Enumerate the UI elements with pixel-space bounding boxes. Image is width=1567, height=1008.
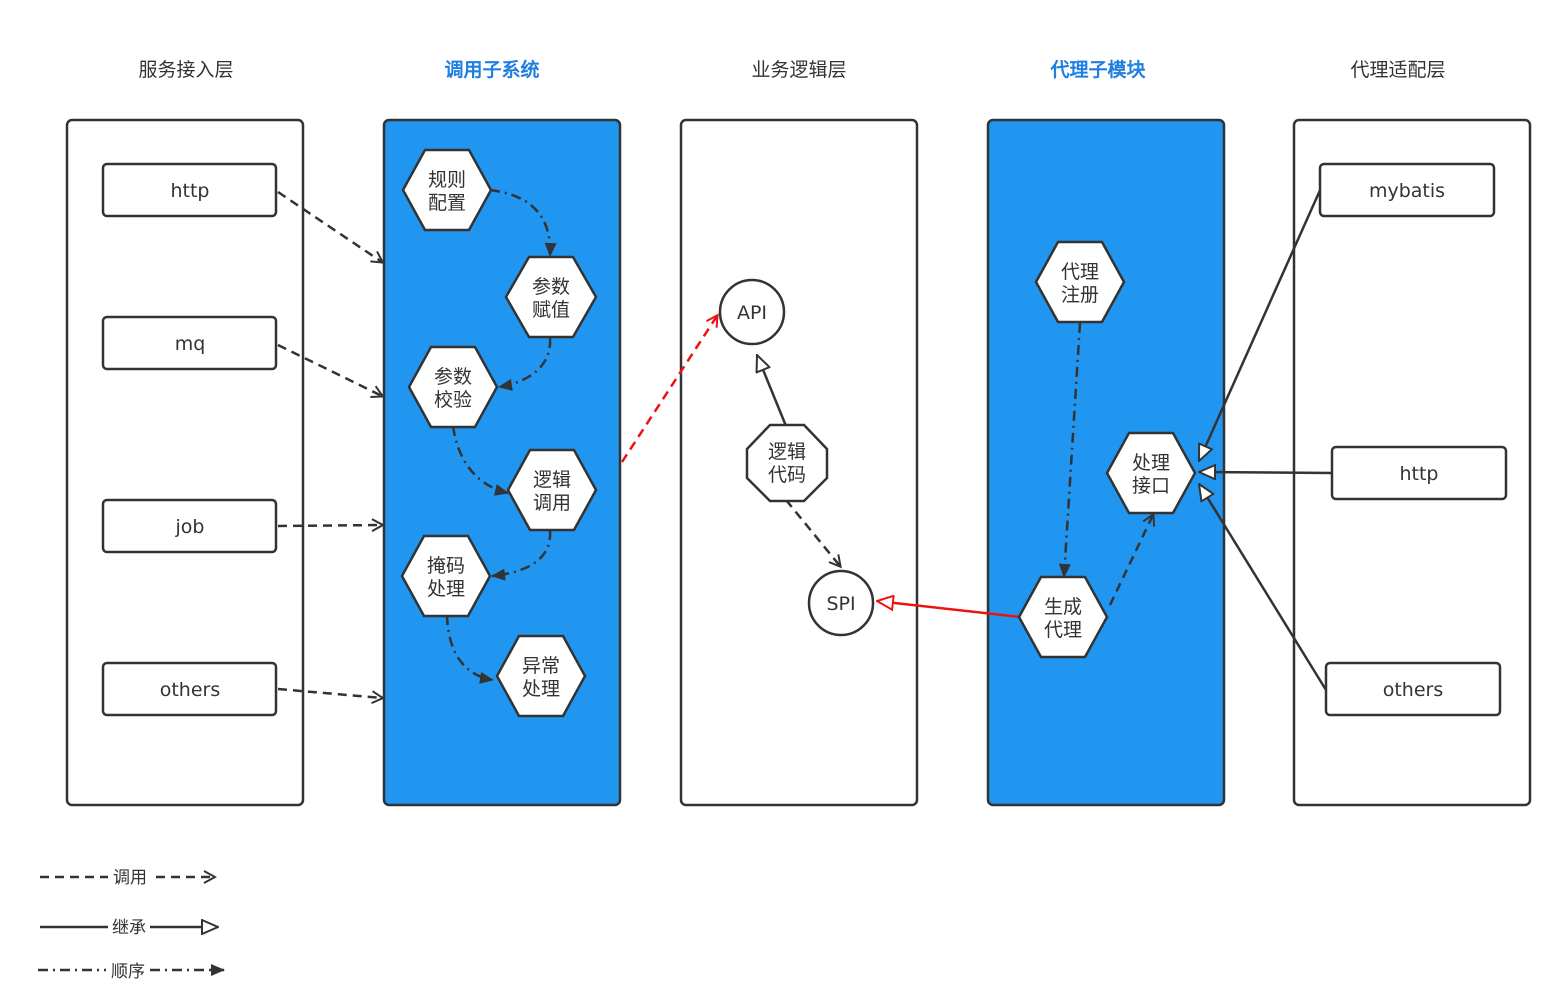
hex-label: 代理: [1044, 619, 1082, 641]
access-item-label: http: [170, 180, 209, 202]
access-item-mq: mq: [101, 315, 278, 371]
hex-label: 规则: [428, 169, 466, 191]
legend-call-label: 调用: [113, 868, 147, 888]
column-title-invoke-subsystem: 调用子系统: [444, 58, 539, 81]
call-arrow-generate-handler: [1108, 515, 1153, 606]
inherit-arrow-logic-api: [757, 355, 788, 427]
hex-label: 参数: [434, 366, 472, 388]
node-spi: SPI: [807, 569, 875, 637]
sequence-arrow: [489, 188, 557, 257]
logic-label: 代码: [768, 464, 806, 486]
sequence-arrow: [498, 337, 552, 391]
logic-label: 逻辑: [768, 441, 806, 463]
inherit-arrow-spi: [877, 601, 1021, 619]
adapter-item-others: others: [1324, 661, 1502, 717]
access-item-http: http: [101, 162, 278, 218]
hex-label: 处理: [522, 678, 560, 700]
hex-label: 赋值: [532, 299, 570, 321]
hex-proxy-generate: 生成 代理: [1017, 575, 1109, 659]
column-title-access-layer: 服务接入层: [138, 59, 233, 81]
adapter-item-mybatis: mybatis: [1318, 162, 1496, 218]
hex-label: 掩码: [427, 555, 465, 577]
invoke-subsystem-panel: [382, 118, 622, 807]
spi-label: SPI: [826, 593, 855, 615]
hex-label: 调用: [533, 492, 571, 514]
access-item-job: job: [101, 498, 278, 554]
call-arrow-http: [277, 190, 382, 262]
hex-label: 生成: [1044, 596, 1082, 618]
column-title-business-layer: 业务逻辑层: [751, 59, 846, 81]
hex-label: 配置: [428, 192, 466, 214]
call-arrow-others: [277, 687, 382, 698]
legend-call: 调用: [40, 868, 214, 888]
legend-sequence: 顺序: [38, 962, 225, 982]
hex-label: 处理: [1132, 452, 1170, 474]
api-label: API: [737, 302, 767, 324]
hex-param-validate: 参数 校验: [407, 345, 499, 429]
hex-rule-config: 规则 配置: [401, 148, 493, 232]
sequence-arrow: [491, 529, 552, 581]
hex-label: 逻辑: [533, 469, 571, 491]
hex-logic-call: 逻辑 调用: [506, 448, 598, 532]
hex-proxy-handler: 处理 接口: [1105, 431, 1197, 515]
hex-label: 异常: [522, 655, 560, 677]
hex-label: 处理: [427, 578, 465, 600]
hex-label: 代理: [1061, 261, 1099, 283]
call-arrow-mq: [277, 343, 382, 396]
call-arrow-job: [277, 525, 382, 526]
access-item-label: job: [175, 516, 205, 538]
column-title-proxy-module: 代理子模块: [1049, 58, 1146, 81]
hex-label: 注册: [1061, 284, 1099, 306]
access-item-others: others: [101, 661, 278, 717]
adapter-item-http: http: [1330, 445, 1508, 501]
inherit-arrow-others: [1199, 484, 1328, 691]
access-layer-panel: [65, 118, 305, 807]
adapter-item-label: others: [1383, 679, 1444, 701]
hex-mask-process: 掩码 处理: [400, 534, 492, 618]
inherit-arrow-http: [1199, 472, 1333, 473]
hex-label: 接口: [1132, 475, 1170, 497]
hex-exception-process: 异常 处理: [495, 634, 587, 718]
node-logic-code: 逻辑 代码: [745, 423, 829, 503]
sequence-arrow: [445, 614, 494, 684]
adapter-item-label: mybatis: [1369, 180, 1445, 202]
column-title-adapter-layer: 代理适配层: [1350, 59, 1445, 81]
hex-label: 校验: [434, 389, 472, 411]
node-api: API: [718, 278, 786, 346]
legend-sequence-label: 顺序: [111, 962, 145, 982]
hex-proxy-register: 代理 注册: [1034, 240, 1126, 324]
legend: 调用 继承 顺序: [38, 868, 225, 982]
legend-inherit-label: 继承: [112, 918, 146, 938]
legend-inherit: 继承: [40, 918, 218, 938]
inherit-arrow-mybatis: [1197, 187, 1323, 461]
access-item-label: mq: [175, 333, 206, 355]
sequence-arrow: [451, 425, 509, 496]
hex-param-assign: 参数 赋值: [504, 255, 598, 339]
hex-label: 参数: [532, 276, 570, 298]
adapter-item-label: http: [1399, 463, 1438, 485]
access-item-label: others: [160, 679, 221, 701]
